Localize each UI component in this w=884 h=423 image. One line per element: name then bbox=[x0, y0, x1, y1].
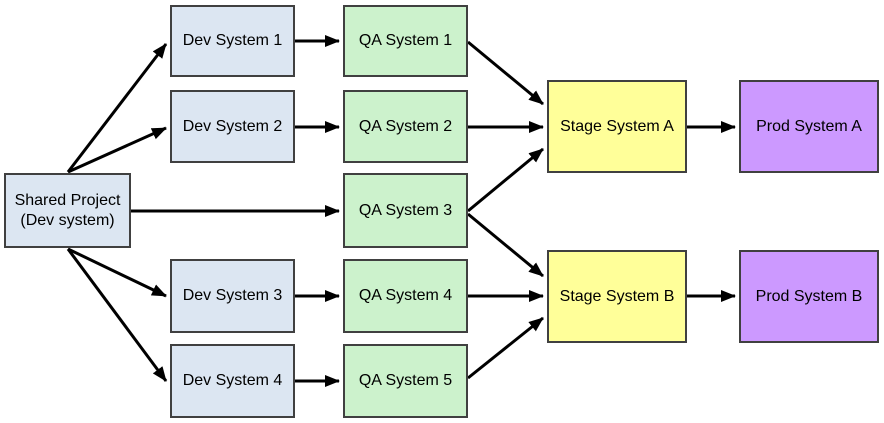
node-dev-system-1: Dev System 1 bbox=[170, 5, 295, 77]
node-prod-system-a: Prod System A bbox=[739, 80, 879, 173]
node-qa-system-5: QA System 5 bbox=[343, 344, 468, 418]
node-dev-system-1-label: Dev System 1 bbox=[182, 32, 283, 49]
edge-shared-to-dev1 bbox=[66, 43, 168, 173]
node-qa-system-3-label: QA System 3 bbox=[358, 201, 453, 219]
node-qa-system-3: QA System 3 bbox=[343, 173, 468, 248]
edge-qa3-to-stageB bbox=[467, 212, 544, 278]
edge-shared-to-dev2 bbox=[67, 126, 167, 174]
node-qa-system-5-label: QA System 5 bbox=[358, 372, 453, 389]
node-dev-system-4-label: Dev System 4 bbox=[182, 372, 283, 389]
edge-shared-to-dev4 bbox=[66, 248, 168, 382]
node-stage-system-b-label: Stage System B bbox=[559, 287, 675, 305]
node-qa-system-2: QA System 2 bbox=[343, 90, 468, 163]
node-stage-system-b: Stage System B bbox=[547, 250, 687, 343]
node-prod-system-b-label: Prod System B bbox=[755, 287, 863, 305]
node-qa-system-4: QA System 4 bbox=[343, 259, 468, 333]
edge-qa3-to-stageA bbox=[467, 147, 544, 213]
node-qa-system-1-label: QA System 1 bbox=[358, 32, 453, 49]
node-qa-system-4-label: QA System 4 bbox=[358, 287, 453, 304]
node-dev-system-3-label: Dev System 3 bbox=[182, 287, 283, 304]
node-shared-project-label: Shared Project (Dev system) bbox=[14, 191, 121, 229]
node-dev-system-3: Dev System 3 bbox=[170, 259, 295, 333]
edge-qa1-to-stageA bbox=[467, 40, 544, 106]
node-stage-system-a: Stage System A bbox=[547, 80, 687, 173]
node-dev-system-2: Dev System 2 bbox=[170, 90, 295, 163]
node-dev-system-2-label: Dev System 2 bbox=[182, 117, 283, 135]
node-prod-system-b: Prod System B bbox=[739, 250, 879, 343]
node-dev-system-4: Dev System 4 bbox=[170, 344, 295, 418]
node-qa-system-2-label: QA System 2 bbox=[358, 117, 453, 135]
edge-shared-to-dev3 bbox=[67, 247, 167, 298]
node-shared-project: Shared Project (Dev system) bbox=[4, 173, 131, 248]
node-stage-system-a-label: Stage System A bbox=[560, 117, 674, 135]
node-qa-system-1: QA System 1 bbox=[343, 5, 468, 77]
edge-qa5-to-stageB bbox=[467, 316, 544, 380]
node-prod-system-a-label: Prod System A bbox=[756, 117, 862, 135]
